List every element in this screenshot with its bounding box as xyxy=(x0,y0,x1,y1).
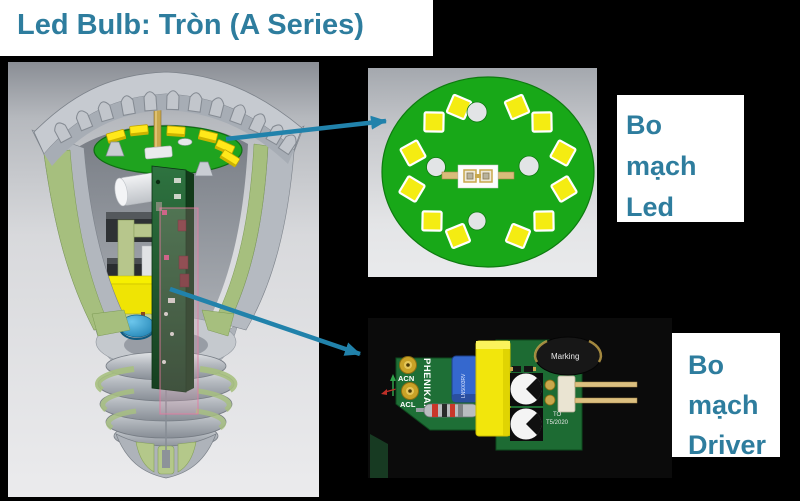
date-code-line1: TO xyxy=(553,412,562,418)
acn-pad xyxy=(399,356,417,374)
driver-callout-line: mạch xyxy=(688,390,759,420)
driver-callout-box: Bo mạch Driver xyxy=(672,333,780,460)
driver-callout-line: Driver xyxy=(688,430,767,460)
resistor xyxy=(416,403,479,418)
brass-rod xyxy=(153,103,162,151)
driver-callout-line: Bo xyxy=(688,350,724,380)
led-board-render xyxy=(368,68,597,277)
smd-components xyxy=(510,366,536,372)
pcb-edge-shadow xyxy=(370,434,388,478)
shell-left-wall xyxy=(31,129,131,337)
led-chips xyxy=(398,93,578,250)
rod-base-block xyxy=(144,145,173,160)
brand-text: PHENIKAA xyxy=(421,358,432,412)
base-tip-slot xyxy=(162,450,170,468)
led-callout-box: Bo mạch Led xyxy=(617,95,744,222)
bulb-cutaway-render xyxy=(8,62,319,497)
led-board-image xyxy=(368,68,597,277)
center-connector xyxy=(441,164,515,189)
driver-transformer xyxy=(475,340,511,437)
plate-led-chips xyxy=(105,124,241,168)
cad-triad-icon xyxy=(381,374,401,396)
electrolytic-capacitors xyxy=(510,373,543,441)
blue-film-capacitor xyxy=(451,355,479,403)
led-callout-line: mạch xyxy=(626,151,697,181)
bulb-cutaway-image xyxy=(8,62,319,497)
mounting-holes xyxy=(426,101,540,231)
led-callout-line: Bo xyxy=(626,110,662,140)
output-connector xyxy=(544,375,638,413)
acn-label: ACN xyxy=(398,374,414,383)
acl-label: ACL xyxy=(400,400,416,409)
pink-section-plane xyxy=(159,207,199,415)
page-title: Led Bulb: Tròn (A Series) xyxy=(17,9,364,41)
date-code-line2: T5/2020 xyxy=(546,420,569,426)
driver-board-render: ACN ACL PHENIKAA LN5003RV xyxy=(368,318,672,478)
toroid-inductor xyxy=(533,336,603,376)
acl-pad xyxy=(401,382,419,400)
led-callout-line: Led xyxy=(626,192,675,222)
capacitor-text: LN5003RV xyxy=(461,373,467,398)
driver-board-image: ACN ACL PHENIKAA LN5003RV xyxy=(368,318,672,478)
plate-standoffs xyxy=(105,141,214,177)
title-box: Led Bulb: Tròn (A Series) xyxy=(0,0,433,56)
toroid-text: Marking xyxy=(551,352,579,361)
